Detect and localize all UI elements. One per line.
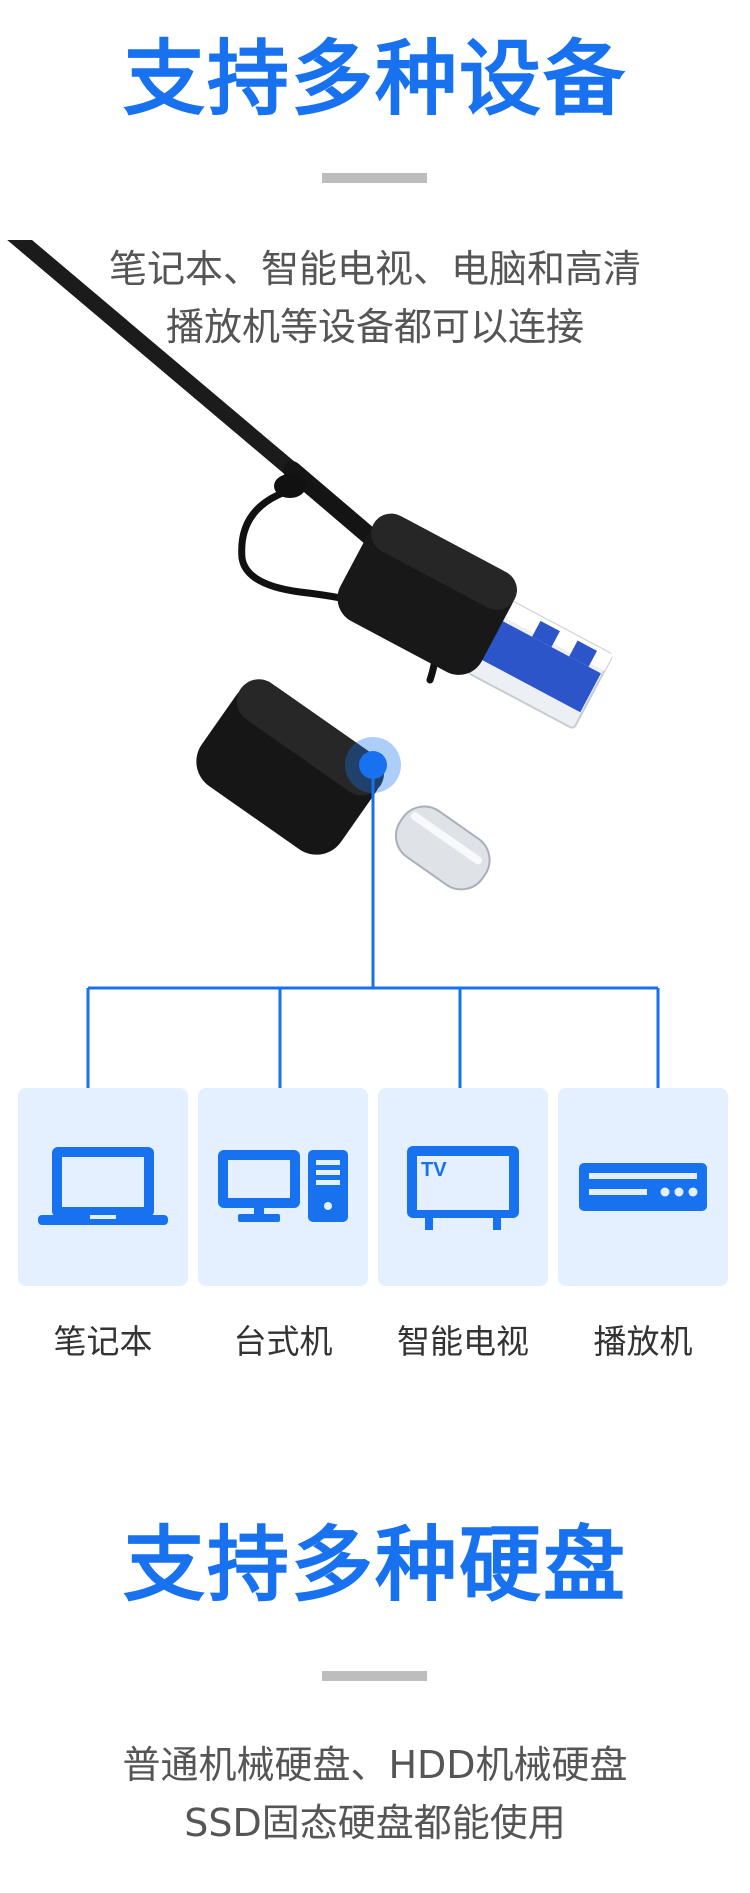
connector-lines xyxy=(86,737,660,1100)
device-label: 智能电视 xyxy=(397,1322,529,1361)
section-title-drives: 支持多种硬盘 xyxy=(122,1518,627,1613)
title-divider xyxy=(322,173,427,183)
section-title-devices: 支持多种设备 xyxy=(122,32,627,127)
device-label: 笔记本 xyxy=(53,1322,153,1361)
laptop-icon xyxy=(38,1147,168,1225)
description-line: SSD固态硬盘都能使用 xyxy=(184,1801,566,1845)
tv-icon: TV xyxy=(407,1146,519,1230)
description-line: 播放机等设备都可以连接 xyxy=(165,305,584,349)
device-label: 台式机 xyxy=(233,1322,333,1361)
device-tile-laptop xyxy=(18,1088,188,1286)
device-tile-player xyxy=(558,1088,728,1286)
device-label: 播放机 xyxy=(593,1322,693,1361)
usb-cable-product-image xyxy=(7,240,614,891)
section-description-devices: 笔记本、智能电视、电脑和高清 播放机等设备都可以连接 xyxy=(0,240,750,356)
description-line: 普通机械硬盘、HDD机械硬盘 xyxy=(122,1743,628,1787)
tv-icon-text: TV xyxy=(421,1159,447,1181)
description-line: 笔记本、智能电视、电脑和高清 xyxy=(108,247,641,291)
device-tile-desktop xyxy=(198,1088,368,1286)
player-icon xyxy=(579,1163,707,1211)
desktop-icon xyxy=(218,1150,348,1222)
section-description-drives: 普通机械硬盘、HDD机械硬盘 SSD固态硬盘都能使用 xyxy=(0,1736,750,1852)
title-divider xyxy=(322,1671,427,1681)
device-tile-tv: TV xyxy=(378,1088,548,1286)
